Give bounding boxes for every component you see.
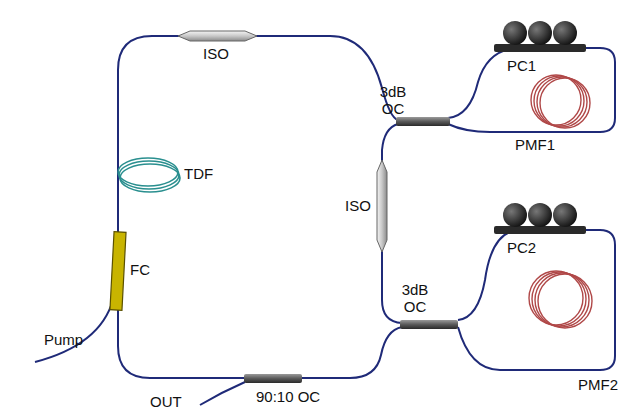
isolator [377,160,387,252]
part-label: ISO [203,46,229,63]
part-label: 90:10 OC [256,389,320,406]
part-label: Pump [44,332,83,349]
tdf-coil [118,158,180,192]
part-label: FC [130,262,150,279]
optical-coupler [244,374,302,383]
optical-coupler [400,320,458,329]
polarization-controller [494,21,586,52]
polarization-controller [494,203,586,234]
part-label: PC2 [507,240,536,257]
part-label: 3dB OC [398,282,432,315]
pmf-coil [529,271,592,328]
fiber-coupler [110,232,126,311]
optical-coupler [396,117,450,126]
pmf-coil [531,75,590,128]
part-label: PMF1 [515,137,555,154]
part-label: TDF [184,166,213,183]
part-label: PC1 [507,58,536,75]
part-label: 3dB OC [376,84,410,117]
part-label: ISO [345,198,371,215]
part-label: PMF2 [578,377,618,394]
port-label: OUT [150,394,182,411]
isolator [178,31,257,41]
fiber [35,36,615,405]
